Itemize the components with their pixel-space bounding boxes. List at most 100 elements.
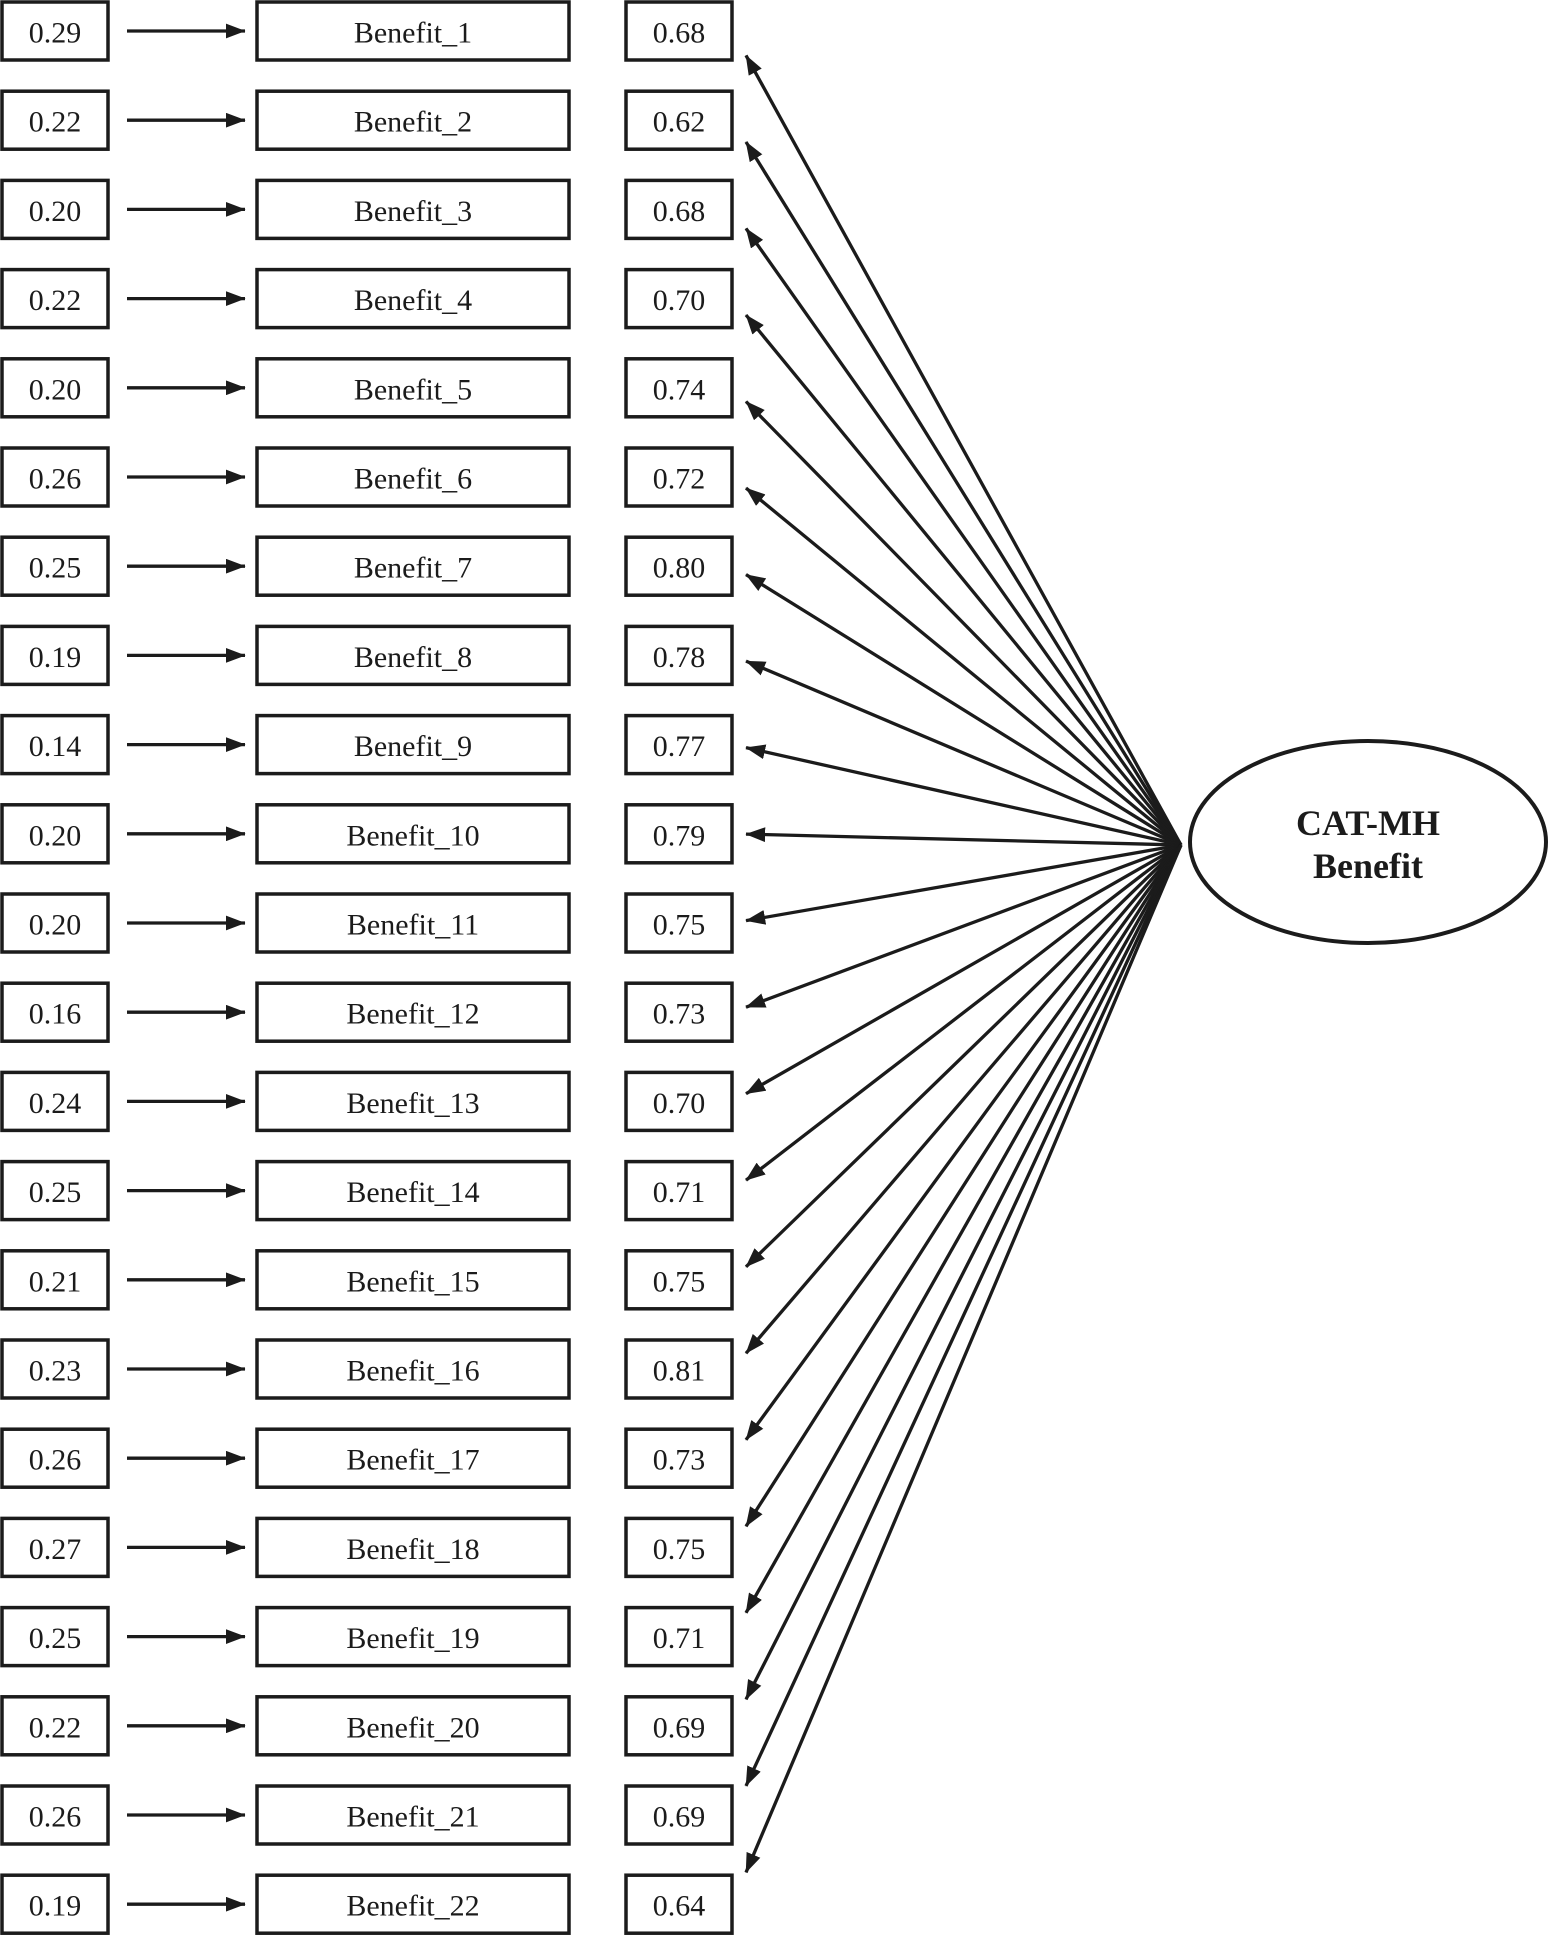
error-variance-box [0, 357, 110, 419]
error-variance-value: 0.22 [29, 1711, 82, 1744]
loading-value: 0.69 [653, 1711, 706, 1744]
loading-value: 0.79 [653, 819, 706, 852]
indicator-box [255, 1873, 571, 1935]
loading-value: 0.68 [653, 17, 706, 50]
factor-loading-arrow [744, 843, 1183, 1182]
factor-loading-arrow [745, 659, 1182, 847]
loading-box [624, 713, 734, 776]
loading-value: 0.71 [653, 1176, 706, 1209]
error-variance-box [0, 1516, 110, 1579]
indicator-label: Benefit_7 [354, 552, 472, 585]
factor-loading-arrow [744, 844, 1183, 1528]
indicator-box [255, 892, 571, 954]
indicator-box [255, 713, 571, 776]
loading-box [624, 178, 734, 241]
error-variance-value: 0.21 [29, 1265, 82, 1298]
error-variance-value: 0.24 [29, 1087, 82, 1120]
error-variance-value: 0.19 [29, 1890, 82, 1923]
loading-box [624, 1427, 734, 1489]
indicator-label: Benefit_5 [354, 373, 472, 406]
indicator-box [255, 178, 571, 241]
loading-box [624, 981, 734, 1043]
indicator-label: Benefit_6 [354, 463, 472, 496]
indicator-label: Benefit_19 [346, 1622, 479, 1655]
loading-value: 0.81 [653, 1355, 706, 1388]
indicator-box [255, 1784, 571, 1846]
loading-value: 0.80 [653, 552, 706, 585]
indicator-label: Benefit_13 [346, 1087, 479, 1120]
loading-value: 0.75 [653, 1265, 706, 1298]
loading-box [624, 1249, 734, 1311]
indicator-box [255, 1338, 571, 1400]
error-variance-box [0, 1873, 110, 1935]
indicator-label: Benefit_22 [346, 1890, 479, 1923]
factor-loading-arrow [744, 844, 1183, 1701]
loading-box [624, 535, 734, 597]
loading-value: 0.68 [653, 195, 706, 228]
factor-loading-arrow [745, 843, 1182, 1009]
indicator-box [255, 1427, 571, 1489]
error-variance-value: 0.26 [29, 1801, 82, 1834]
indicator-label: Benefit_18 [346, 1533, 479, 1566]
indicator-label: Benefit_9 [354, 730, 472, 763]
indicator-label: Benefit_10 [346, 819, 479, 852]
error-variance-value: 0.29 [29, 17, 82, 50]
factor-loading-arrow [744, 844, 1183, 1441]
loading-box [624, 1784, 734, 1846]
error-variance-box [0, 1605, 110, 1668]
loading-box [624, 1070, 734, 1133]
factor-loading-arrow [744, 843, 1183, 1355]
factor-loading-arrow [744, 844, 1183, 1787]
loading-value: 0.73 [653, 998, 706, 1031]
indicator-label: Benefit_2 [354, 106, 472, 139]
error-variance-box [0, 624, 110, 687]
error-variance-box [0, 89, 110, 151]
error-variance-value: 0.14 [29, 730, 82, 763]
indicator-box [255, 1249, 571, 1311]
factor-loading-arrow [744, 486, 1183, 847]
loading-value: 0.77 [653, 730, 706, 763]
indicator-box [255, 803, 571, 865]
loading-value: 0.75 [653, 909, 706, 942]
loading-value: 0.71 [653, 1622, 706, 1655]
factor-loading-arrow [745, 843, 1182, 925]
factor-loading-arrow [744, 400, 1183, 847]
error-variance-value: 0.22 [29, 106, 82, 139]
indicator-box [255, 0, 571, 62]
error-variance-value: 0.22 [29, 284, 82, 317]
loading-box [624, 446, 734, 508]
factor-loading-arrow [744, 843, 1183, 1268]
indicator-label: Benefit_14 [346, 1176, 479, 1209]
indicator-box [255, 1070, 571, 1133]
loading-box [624, 1605, 734, 1668]
error-variance-box [0, 446, 110, 508]
latent-factor-label-line2: Benefit [1313, 846, 1423, 886]
indicator-box [255, 1695, 571, 1757]
loading-box [624, 89, 734, 151]
error-variance-value: 0.26 [29, 463, 82, 496]
indicator-label: Benefit_3 [354, 195, 472, 228]
loading-value: 0.72 [653, 463, 706, 496]
indicator-box [255, 624, 571, 687]
error-variance-value: 0.27 [29, 1533, 82, 1566]
error-variance-value: 0.19 [29, 641, 82, 674]
error-variance-value: 0.25 [29, 1622, 82, 1655]
error-variance-value: 0.25 [29, 552, 82, 585]
error-variance-value: 0.23 [29, 1355, 82, 1388]
indicator-box [255, 1159, 571, 1222]
error-variance-box [0, 267, 110, 330]
error-variance-box [0, 1427, 110, 1489]
error-variance-box [0, 981, 110, 1043]
loading-box [624, 803, 734, 865]
indicator-label: Benefit_4 [354, 284, 472, 317]
latent-factor-label-line1: CAT-MH [1296, 803, 1440, 843]
loading-box [624, 624, 734, 687]
factor-loading-arrow [745, 744, 1182, 847]
error-variance-box [0, 1338, 110, 1400]
error-variance-value: 0.20 [29, 909, 82, 942]
error-variance-value: 0.26 [29, 1444, 82, 1477]
loading-box [624, 1873, 734, 1935]
error-variance-value: 0.20 [29, 195, 82, 228]
factor-loading-arrow [744, 227, 1183, 846]
